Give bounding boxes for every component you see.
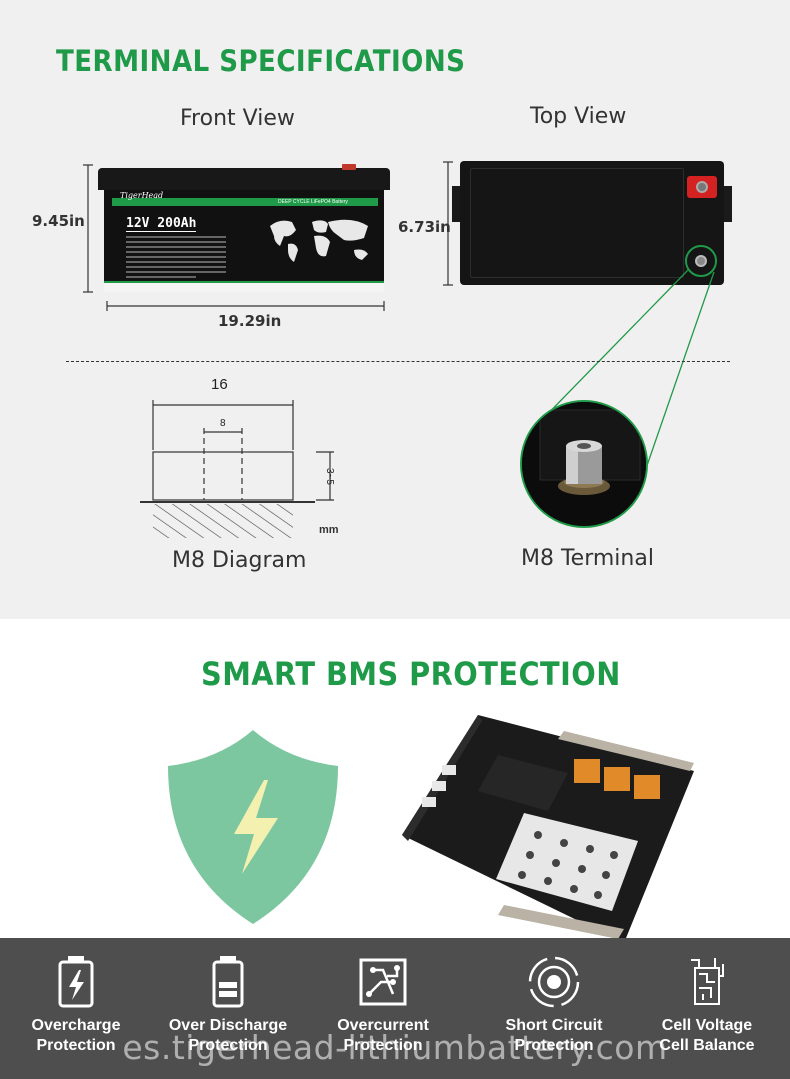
battery-brand: TigerHead (120, 191, 164, 200)
depth-dimension: 6.73in (398, 218, 451, 236)
battery-low-icon (212, 956, 244, 1008)
world-map-icon (270, 219, 368, 262)
positive-terminal-icon (687, 176, 717, 198)
feature-line-2: Protection (343, 1037, 423, 1054)
diagram-inner-value: 8 (220, 418, 226, 429)
diagram-height-value: 3~5 (324, 468, 335, 485)
battery-mount-right (724, 186, 732, 222)
dimension-lines (83, 161, 453, 311)
cell-balance-icon (691, 958, 724, 1005)
m8-diagram-label: M8 Diagram (172, 548, 307, 573)
feature-line-1: Short Circuit (505, 1017, 603, 1034)
battery-front-image: TigerHead DEEP CYCLE LiFePO4 Battery 12V… (98, 164, 390, 292)
feature-line-2: Protection (514, 1037, 594, 1054)
feature-line-1: Overcharge (31, 1017, 121, 1034)
top-view-label: Top View (530, 104, 627, 129)
feature-line-2: Cell Balance (659, 1037, 755, 1054)
feature-line-1: Cell Voltage (661, 1017, 753, 1034)
feature-line-2: Protection (188, 1037, 268, 1054)
battery-series: DEEP CYCLE LiFePO4 Battery (278, 199, 348, 205)
m8-terminal-zoom (520, 400, 648, 528)
diagram-unit: mm (319, 524, 339, 536)
battery-model: 12V 200Ah (126, 216, 197, 232)
battery-bolt-icon (58, 956, 94, 1008)
width-dimension: 19.29in (218, 312, 282, 330)
front-view-label: Front View (180, 106, 295, 131)
m8-diagram (140, 400, 334, 538)
circuit-icon (359, 958, 407, 1006)
shield-bolt-icon (168, 730, 338, 924)
m8-terminal-label: M8 Terminal (521, 546, 654, 571)
short-circuit-icon (528, 956, 580, 1008)
feature-line-1: Over Discharge (168, 1017, 288, 1034)
terminal-specifications-section: TERMINAL SPECIFICATIONS Front View Top V… (0, 0, 790, 619)
height-dimension: 9.45in (32, 212, 85, 230)
battery-top-image (460, 161, 724, 285)
diagram-width-value: 16 (211, 376, 228, 393)
feature-line-2: Protection (36, 1037, 116, 1054)
battery-mount-left (452, 186, 460, 222)
terminal-highlight-circle (685, 245, 717, 277)
bms-title: SMART BMS PROTECTION (201, 655, 621, 693)
feature-line-1: Overcurrent (337, 1017, 429, 1034)
bms-board-image (402, 715, 694, 943)
callout-lines (533, 269, 715, 481)
terminal-specs-title: TERMINAL SPECIFICATIONS (56, 44, 466, 78)
section-divider (66, 361, 730, 362)
